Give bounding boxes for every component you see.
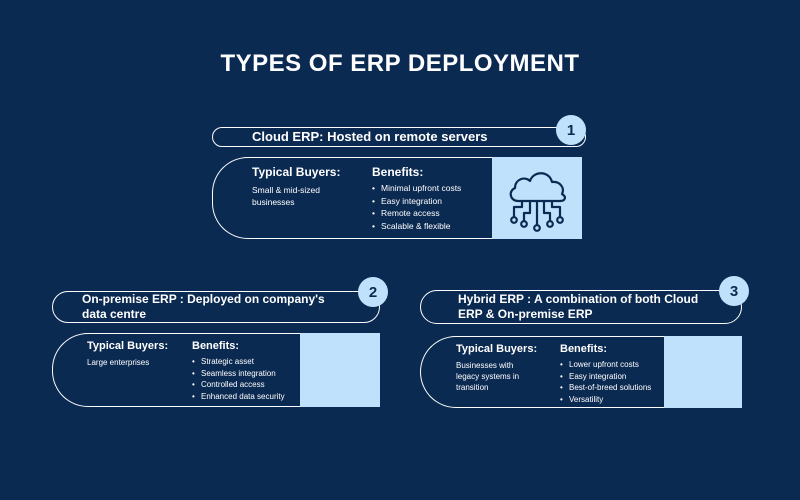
page-title: TYPES OF ERP DEPLOYMENT: [220, 50, 580, 77]
card-body: [212, 157, 494, 239]
list-item: Strategic asset: [192, 356, 285, 368]
list-item: Seamless integration: [192, 368, 285, 380]
card-header-text: On-premise ERP : Deployed on company's d…: [82, 292, 325, 321]
card-header: [212, 127, 586, 147]
card-body: [420, 336, 666, 408]
list-item: Versatility: [560, 394, 651, 406]
benefits-list: Minimal upfront costs Easy integration R…: [372, 182, 461, 232]
image-panel: [300, 333, 380, 407]
number-badge: 2: [358, 277, 388, 307]
list-item: Scalable & flexible: [372, 220, 461, 233]
buyers-text: Large enterprises: [87, 358, 150, 367]
card-header-text: Cloud ERP: Hosted on remote servers: [252, 129, 488, 144]
buyers-heading: Typical Buyers:: [252, 165, 341, 179]
card-body: [52, 333, 302, 407]
buyers-text: Small & mid-sized businesses: [252, 185, 321, 207]
benefits-heading: Benefits:: [560, 343, 608, 355]
number-badge: 3: [719, 276, 749, 306]
list-item: Controlled access: [192, 379, 285, 391]
benefits-list: Strategic asset Seamless integration Con…: [192, 356, 285, 402]
card-header: [420, 290, 742, 324]
card-header: [52, 291, 380, 323]
card-hybrid-erp: Hybrid ERP : A combination of both Cloud…: [420, 276, 752, 410]
list-item: Lower upfront costs: [560, 359, 651, 371]
list-item: Enhanced data security: [192, 391, 285, 403]
card-cloud-erp: Cloud ERP: Hosted on remote servers 1 Ty…: [212, 115, 592, 240]
benefits-heading: Benefits:: [192, 340, 240, 352]
list-item: Easy integration: [560, 371, 651, 383]
list-item: Best-of-breed solutions: [560, 382, 651, 394]
buyers-heading: Typical Buyers:: [456, 343, 538, 355]
benefits-heading: Benefits:: [372, 165, 424, 179]
card-on-premise-erp: On-premise ERP : Deployed on company's d…: [52, 277, 388, 409]
number-badge: 1: [556, 115, 586, 145]
benefits-list: Lower upfront costs Easy integration Bes…: [560, 359, 651, 405]
card-header-text: Hybrid ERP : A combination of both Cloud…: [458, 292, 699, 321]
cloud-network-icon: [509, 172, 566, 232]
image-panel: [492, 157, 582, 239]
list-item: Minimal upfront costs: [372, 182, 461, 195]
buyers-heading: Typical Buyers:: [87, 340, 169, 352]
list-item: Easy integration: [372, 195, 461, 208]
image-panel: [664, 336, 742, 408]
list-item: Remote access: [372, 207, 461, 220]
buyers-text: Businesses with legacy systems in transi…: [456, 361, 520, 392]
